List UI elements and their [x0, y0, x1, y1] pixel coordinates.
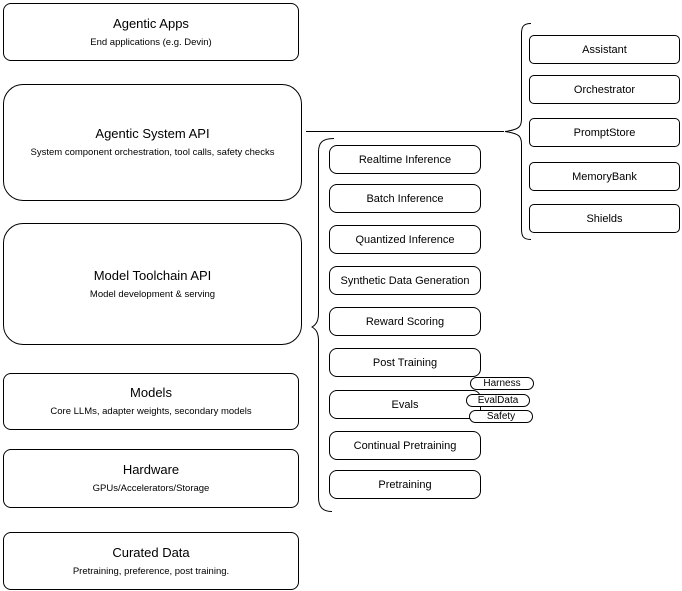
node-hardware: Hardware GPUs/Accelerators/Storage	[3, 449, 299, 508]
node-label: MemoryBank	[572, 170, 637, 183]
node-subtitle: Core LLMs, adapter weights, secondary mo…	[50, 406, 252, 417]
node-batch-inference: Batch Inference	[329, 184, 481, 213]
node-title: Agentic Apps	[113, 15, 189, 31]
node-subtitle: Pretraining, preference, post training.	[72, 565, 230, 577]
node-promptstore: PromptStore	[529, 118, 680, 147]
node-memorybank: MemoryBank	[529, 162, 680, 191]
tag-label: Harness	[483, 377, 521, 389]
tag-label: EvalData	[477, 394, 519, 406]
node-agentic-apps: Agentic Apps End applications (e.g. Devi…	[3, 3, 299, 61]
node-models: Models Core LLMs, adapter weights, secon…	[3, 373, 299, 430]
node-curated-data: Curated Data Pretraining, preference, po…	[3, 532, 299, 590]
node-shields: Shields	[529, 204, 680, 233]
node-model-toolchain-api: Model Toolchain API Model development & …	[3, 223, 302, 345]
node-title: Model Toolchain API	[93, 267, 212, 283]
node-orchestrator: Orchestrator	[529, 75, 680, 104]
node-title: Curated Data	[112, 544, 190, 560]
node-reward-scoring: Reward Scoring	[329, 307, 481, 336]
node-label: Synthetic Data Generation	[340, 274, 470, 287]
node-assistant: Assistant	[529, 35, 680, 64]
node-synthetic-data-generation: Synthetic Data Generation	[329, 266, 481, 295]
node-title: Agentic System API	[95, 126, 210, 141]
node-continual-pretraining: Continual Pretraining	[329, 431, 481, 460]
node-label: PromptStore	[573, 126, 636, 139]
node-label: Post Training	[372, 356, 438, 369]
tag-safety: Safety	[469, 410, 533, 423]
node-label: Evals	[391, 398, 419, 411]
node-realtime-inference: Realtime Inference	[329, 145, 481, 174]
node-label: Realtime Inference	[358, 153, 452, 166]
node-label: Continual Pretraining	[353, 439, 457, 452]
node-title: Hardware	[122, 462, 180, 477]
node-agentic-system-api: Agentic System API System component orch…	[3, 84, 302, 201]
tag-harness: Harness	[470, 377, 534, 390]
node-evals: Evals	[329, 390, 481, 419]
node-label: Orchestrator	[573, 83, 636, 96]
node-quantized-inference: Quantized Inference	[329, 225, 481, 254]
tag-evaldata: EvalData	[466, 394, 530, 407]
tag-label: Safety	[486, 410, 516, 422]
node-label: Batch Inference	[366, 192, 444, 205]
node-subtitle: End applications (e.g. Devin)	[90, 36, 212, 48]
node-label: Quantized Inference	[355, 233, 455, 246]
node-title: Models	[130, 385, 172, 400]
node-label: Assistant	[582, 43, 627, 56]
node-subtitle: System component orchestration, tool cal…	[30, 147, 275, 158]
node-label: Reward Scoring	[365, 315, 445, 328]
node-label: Pretraining	[378, 478, 432, 491]
node-label: Shields	[586, 212, 623, 225]
agentic-components-brace	[504, 23, 532, 240]
node-post-training: Post Training	[329, 348, 481, 377]
node-pretraining: Pretraining	[329, 470, 481, 499]
node-subtitle: Model development & serving	[89, 288, 216, 300]
node-subtitle: GPUs/Accelerators/Storage	[92, 483, 210, 494]
